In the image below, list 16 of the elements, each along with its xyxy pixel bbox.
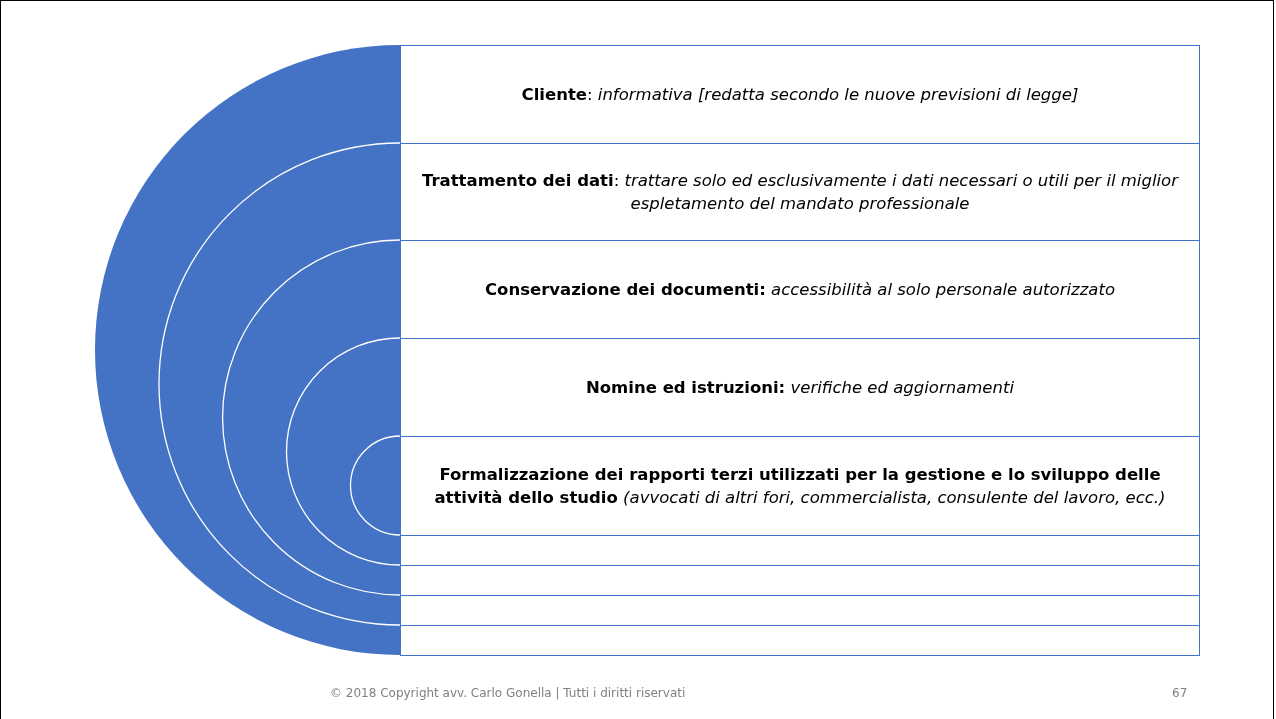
row-text: Nomine ed istruzioni: verifiche ed aggiornamenti <box>585 376 1015 399</box>
row-text: Conservazione dei documenti: accessibilità al solo personale autorizzato <box>484 278 1116 301</box>
table-row-box <box>400 338 1200 437</box>
empty-row-box <box>400 565 1200 596</box>
empty-row-box <box>400 595 1200 626</box>
row-text: Cliente: informativa [redatta secondo le nuove previsioni di legge] <box>521 83 1079 106</box>
empty-row-box <box>400 625 1200 656</box>
table-row-box <box>400 436 1200 536</box>
footer-copyright: © 2018 Copyright avv. Carlo Gonella | Tutti i diritti riservati <box>330 686 686 700</box>
table-row-box <box>400 240 1200 339</box>
page-number: 67 <box>1172 686 1188 700</box>
table-row-box <box>400 45 1200 144</box>
table-row-box <box>400 143 1200 241</box>
empty-row-box <box>400 535 1200 566</box>
row-text: Trattamento dei dati: trattare solo ed esclusivamente i dati necessari o utili per il miglior espletamento del mandato professionale <box>421 169 1180 215</box>
row-text: Formalizzazione dei rapporti terzi utilizzati per la gestione e lo sviluppo delle attività dello studio (avvocati di altri fori, commercialista, consulente del lavoro, ecc.) <box>433 463 1167 509</box>
